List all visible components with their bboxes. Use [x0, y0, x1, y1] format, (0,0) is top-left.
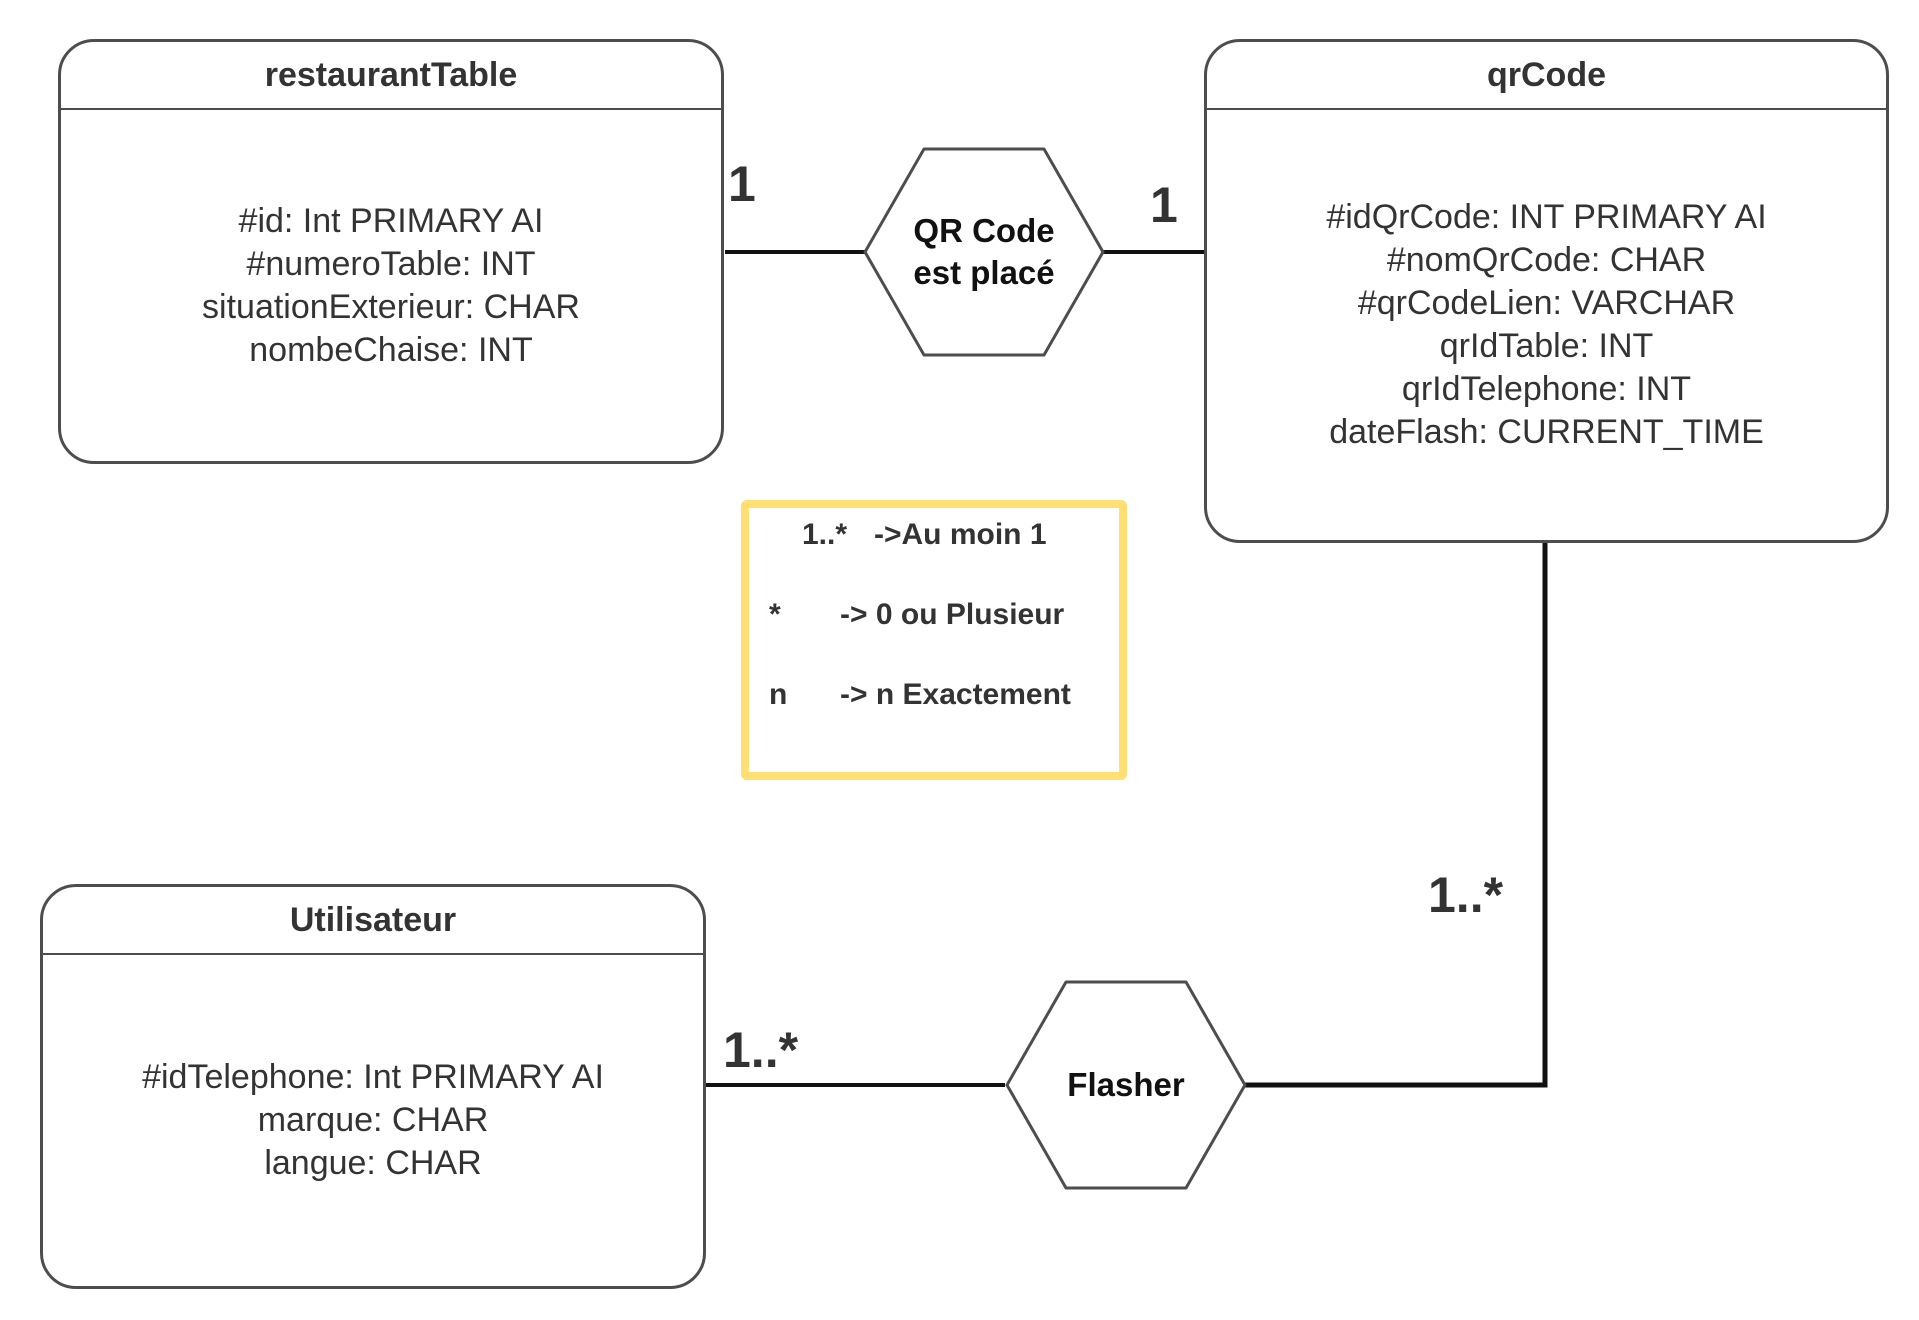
cardinality-qrcode-flasher-side: 1..* [1428, 867, 1504, 923]
cardinality-qrcode-side: 1 [1150, 177, 1178, 233]
legend-symbol: n [769, 678, 788, 711]
attribute-list: #id: Int PRIMARY AI #numeroTable: INT si… [61, 110, 721, 461]
attribute-numero-table: #numeroTable: INT [246, 244, 536, 283]
hexagon-shape [863, 147, 1105, 357]
attribute-list: #idTelephone: Int PRIMARY AI marque: CHA… [43, 955, 703, 1286]
entity-title: Utilisateur [43, 887, 703, 955]
entity-title: qrCode [1207, 42, 1886, 110]
relation-flasher[interactable]: Flasher [1004, 979, 1248, 1191]
attribute-id-telephone: #idTelephone: Int PRIMARY AI [142, 1058, 604, 1096]
entity-utilisateur[interactable]: Utilisateur #idTelephone: Int PRIMARY AI… [40, 884, 706, 1289]
relation-qr-code-est-place[interactable]: QR Code est placé [862, 146, 1106, 358]
attribute-langue: langue: CHAR [264, 1144, 482, 1182]
attribute-situation-exterieur: situationExterieur: CHAR [202, 287, 580, 326]
relation-label: QR Code est placé [913, 212, 1055, 291]
connector-flasher-to-qrcode [1245, 543, 1548, 1088]
attribute-nombe-chaise: nombeChaise: INT [249, 330, 533, 369]
legend-meaning: -> n Exactement [840, 678, 1071, 711]
attribute-marque: marque: CHAR [257, 1101, 489, 1139]
cardinality-legend: 1..* ->Au moin 1 * -> 0 ou Plusieur n ->… [741, 500, 1127, 780]
legend-meaning: -> 0 ou Plusieur [840, 598, 1065, 631]
entity-title: restaurantTable [61, 42, 721, 110]
relation-label: Flasher [1067, 1066, 1185, 1103]
cardinality-table-side: 1 [728, 156, 756, 212]
attribute-id: #id: Int PRIMARY AI [238, 201, 544, 240]
attribute-nom-qr-code: #nomQrCode: CHAR [1386, 241, 1707, 279]
attribute-date-flash: dateFlash: CURRENT_TIME [1329, 413, 1764, 451]
legend-symbol: 1..* [802, 518, 848, 551]
entity-qr-code[interactable]: qrCode #idQrCode: INT PRIMARY AI #nomQrC… [1204, 39, 1889, 543]
attribute-qr-id-table: qrIdTable: INT [1439, 327, 1654, 365]
hexagon-shape [1005, 980, 1247, 1190]
attribute-qr-code-lien: #qrCodeLien: VARCHAR [1357, 284, 1736, 322]
attribute-id-qr-code: #idQrCode: INT PRIMARY AI [1326, 198, 1767, 236]
attribute-qr-id-telephone: qrIdTelephone: INT [1401, 370, 1692, 408]
legend-symbol: * [769, 598, 781, 631]
cardinality-user-side: 1..* [723, 1022, 799, 1078]
legend-meaning: ->Au moin 1 [874, 518, 1047, 551]
attribute-list: #idQrCode: INT PRIMARY AI #nomQrCode: CH… [1207, 110, 1886, 540]
entity-restaurant-table[interactable]: restaurantTable #id: Int PRIMARY AI #num… [58, 39, 724, 464]
